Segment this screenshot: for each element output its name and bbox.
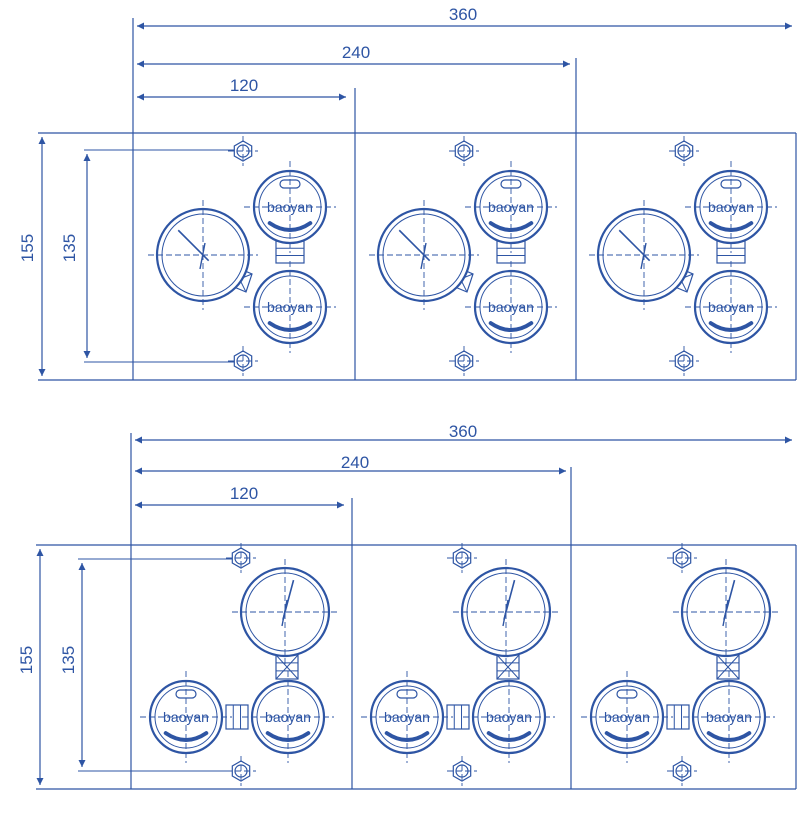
gauge-needle <box>199 242 206 270</box>
mounting-nut <box>226 756 256 786</box>
flow-arc <box>265 731 311 743</box>
dimension-label-135: 135 <box>60 234 79 262</box>
dimension-label-135: 135 <box>59 646 78 674</box>
regulator-unit-top-2: baoyan baoyan <box>369 136 557 376</box>
knob-grip <box>279 179 301 189</box>
fitting-cross <box>716 654 740 680</box>
gauge-needle <box>502 599 509 627</box>
regulator-unit-bottom-3: baoyan baoyan <box>581 543 779 786</box>
bottom-dimension-labels: 360 240 120 155 135 <box>17 422 477 674</box>
dimension-label-155: 155 <box>18 234 37 262</box>
mounting-nut <box>228 346 258 376</box>
regulator-knob: baoyan <box>244 261 336 353</box>
mounting-nut <box>667 756 697 786</box>
brand-label: baoyan <box>265 709 311 725</box>
knob-grip <box>616 689 638 699</box>
regulator-unit-bottom-2: baoyan baoyan <box>361 543 559 786</box>
brand-label: baoyan <box>267 199 313 215</box>
top-drawing <box>38 18 797 381</box>
dimension-label-240: 240 <box>341 453 369 472</box>
brand-label: baoyan <box>604 709 650 725</box>
gauge-needle <box>281 599 288 627</box>
dimension-label-155: 155 <box>17 646 36 674</box>
flow-arc <box>488 221 534 233</box>
regulator-knob: baoyan <box>242 671 334 763</box>
dimension-label-240: 240 <box>342 43 370 62</box>
brand-label: baoyan <box>708 199 754 215</box>
regulator-knob: baoyan <box>140 671 232 763</box>
gauge-needle <box>420 242 427 270</box>
regulator-knob: baoyan <box>361 671 453 763</box>
brand-label: baoyan <box>488 299 534 315</box>
regulator-knob: baoyan <box>685 161 777 253</box>
flow-arc <box>384 731 430 743</box>
dimension-label-360: 360 <box>449 5 477 24</box>
regulator-knob: baoyan <box>465 261 557 353</box>
brand-label: baoyan <box>384 709 430 725</box>
regulator-knob: baoyan <box>581 671 673 763</box>
mounting-nut <box>447 756 477 786</box>
brand-label: baoyan <box>488 199 534 215</box>
regulator-unit-top-1: baoyan baoyan <box>148 136 336 376</box>
gauge-needle <box>640 242 647 270</box>
pressure-gauge-dial <box>232 559 338 665</box>
brand-label: baoyan <box>267 299 313 315</box>
mounting-nut <box>669 136 699 166</box>
gauge-needle <box>398 229 431 262</box>
flow-arc <box>488 321 534 333</box>
knob-grip <box>175 689 197 699</box>
gauge-needle <box>177 229 210 262</box>
dimension-label-360: 360 <box>449 422 477 441</box>
pressure-gauge-dial <box>589 200 699 310</box>
regulator-knob: baoyan <box>463 671 555 763</box>
mounting-nut <box>447 543 477 573</box>
regulator-knob: baoyan <box>465 161 557 253</box>
flow-arc <box>267 221 313 233</box>
pressure-gauge-dial <box>673 559 779 665</box>
mounting-nut <box>226 543 256 573</box>
flow-arc <box>708 221 754 233</box>
pressure-gauge-dial <box>369 200 479 310</box>
bottom-drawing <box>36 433 797 790</box>
mounting-nut <box>667 543 697 573</box>
mounting-nut <box>228 136 258 166</box>
knob-grip <box>500 179 522 189</box>
brand-label: baoyan <box>706 709 752 725</box>
pressure-gauge-dial <box>148 200 258 310</box>
pressure-gauge-dial <box>453 559 559 665</box>
regulator-unit-top-3: baoyan baoyan <box>589 136 777 376</box>
top-regulator-units: baoyan baoyan baoyan baoyan baoyan baoyan <box>148 136 777 376</box>
brand-label: baoyan <box>163 709 209 725</box>
flow-arc <box>708 321 754 333</box>
flow-arc <box>486 731 532 743</box>
mounting-nut <box>449 136 479 166</box>
gauge-needle <box>618 229 651 262</box>
knob-grip <box>720 179 742 189</box>
flow-arc <box>267 321 313 333</box>
mounting-nut <box>669 346 699 376</box>
flow-arc <box>163 731 209 743</box>
gauge-needle <box>722 599 729 627</box>
flow-arc <box>604 731 650 743</box>
flow-arc <box>706 731 752 743</box>
fitting-cross <box>496 654 520 680</box>
mounting-nut <box>449 346 479 376</box>
fitting-cross <box>275 654 299 680</box>
bottom-regulator-units: baoyan baoyan baoyan baoyan baoyan baoyan <box>140 543 779 786</box>
regulator-unit-bottom-1: baoyan baoyan <box>140 543 338 786</box>
regulator-knob: baoyan <box>685 261 777 353</box>
brand-label: baoyan <box>486 709 532 725</box>
dimension-label-120: 120 <box>230 76 258 95</box>
regulator-knob: baoyan <box>244 161 336 253</box>
top-dimension-labels: 360 240 120 155 135 <box>18 5 477 262</box>
brand-label: baoyan <box>708 299 754 315</box>
dimension-label-120: 120 <box>230 484 258 503</box>
regulator-knob: baoyan <box>683 671 775 763</box>
knob-grip <box>396 689 418 699</box>
